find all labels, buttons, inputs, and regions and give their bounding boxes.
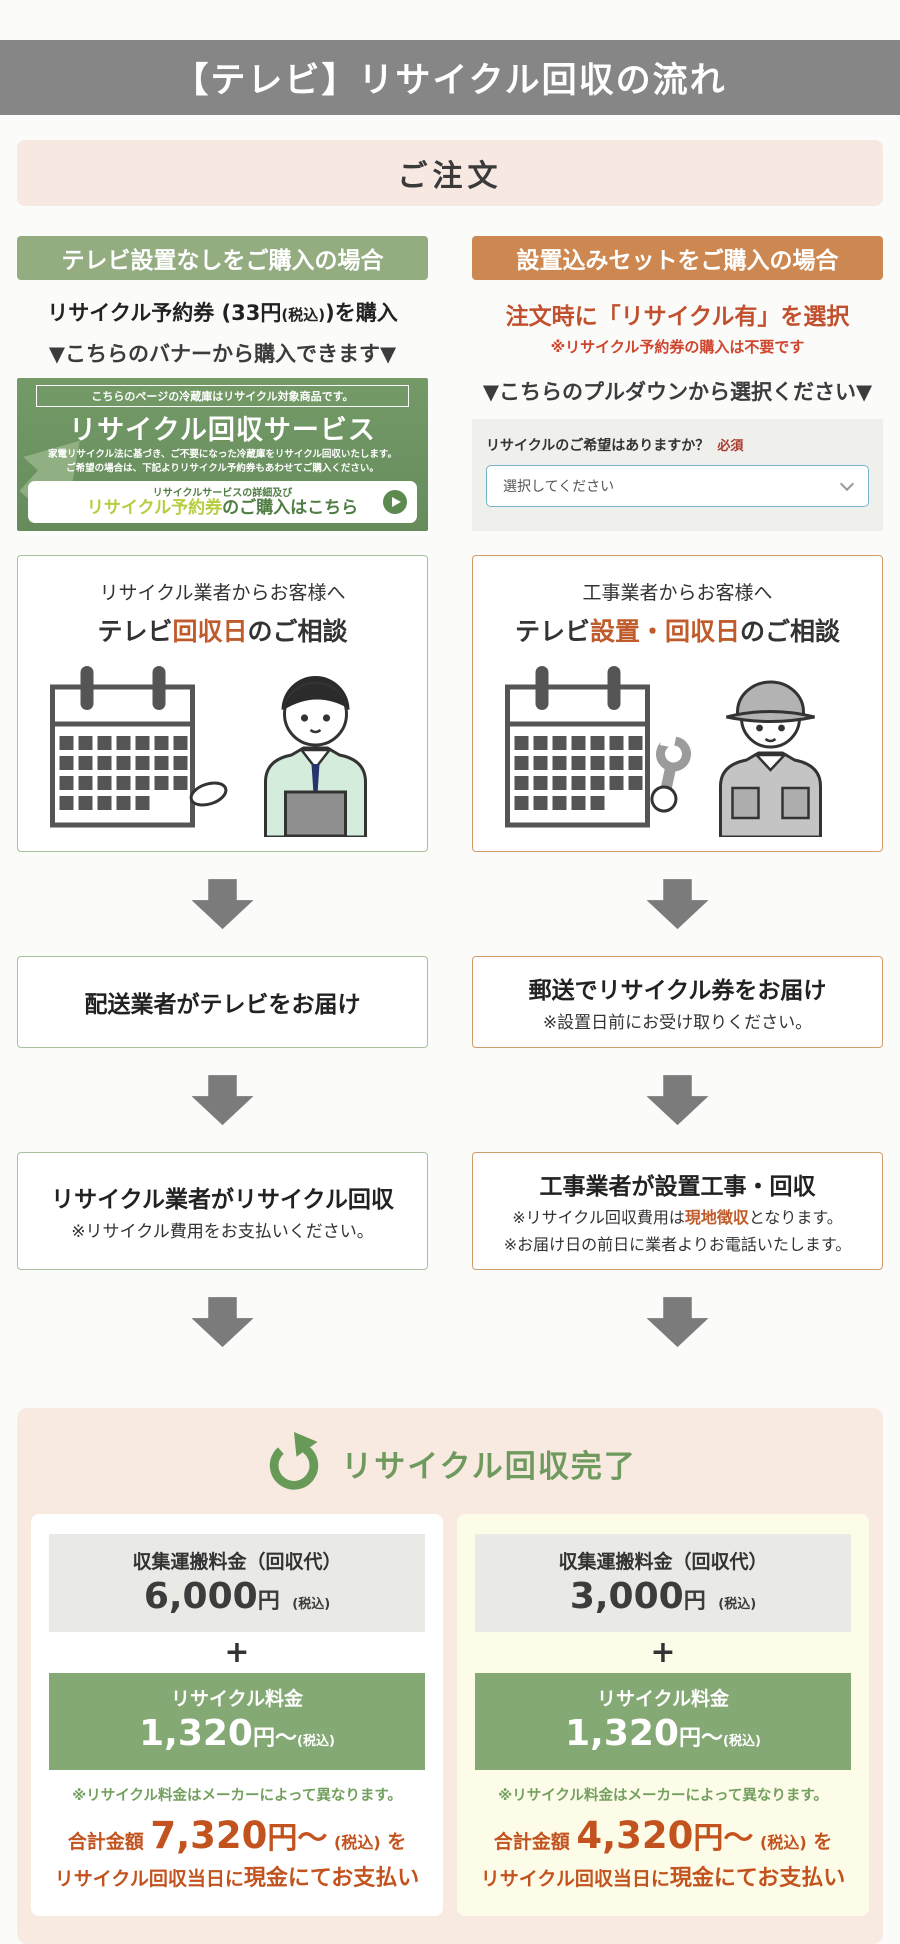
down-arrow-icon xyxy=(646,1297,709,1348)
courier-person xyxy=(264,676,367,839)
left-delivery-box: 配送業者がテレビをお届け xyxy=(17,956,428,1049)
recycle-ticket-purchase-text: リサイクル予約券 (33円(税込))を購入 xyxy=(47,301,398,325)
banner-hint-text: ▼こちらのバナーから購入できます▼ xyxy=(48,342,397,366)
left-flow-arrow xyxy=(17,1270,428,1374)
left-price-card: 収集運搬料金（回収代） 6,000円 (税込) + リサイクル料金 1,320円… xyxy=(31,1514,443,1916)
right-flow-arrow xyxy=(472,852,883,956)
down-arrow-icon xyxy=(646,1075,709,1126)
left-collection-box: リサイクル業者がリサイクル回収 ※リサイクル費用をお支払いください。 xyxy=(17,1152,428,1271)
recycle-icon xyxy=(270,1432,319,1490)
installer-person xyxy=(719,680,822,839)
down-arrow-icon xyxy=(191,1075,254,1126)
calendar-icon xyxy=(505,666,650,828)
right-delivery-box: 郵送でリサイクル券をお届け ※設置日前にお受け取りください。 xyxy=(472,956,883,1049)
page-title: 【テレビ】リサイクル回収の流れ xyxy=(173,61,727,101)
play-icon xyxy=(383,489,407,514)
total-payment: 合計金額 4,320円〜 (税込) を リサイクル回収当日に現金にてお支払い xyxy=(480,1813,846,1891)
left-consult-box: リサイクル業者からお客様へ テレビ回収日のご相談 xyxy=(17,555,428,853)
wrench-icon xyxy=(650,731,691,813)
banner-title: リサイクル回収サービス xyxy=(69,415,376,446)
no-ticket-note: ※リサイクル予約券の購入は不要です xyxy=(550,338,805,356)
price-cards: 収集運搬料金（回収代） 6,000円 (税込) + リサイクル料金 1,320円… xyxy=(31,1514,869,1916)
right-installation-box: 工事業者が設置工事・回収 ※リサイクル回収費用は現地徴収となります。 ※お届け日… xyxy=(472,1152,883,1271)
transport-fee-box: 収集運搬料金（回収代） 3,000円 (税込) xyxy=(475,1534,851,1633)
installer-consult-illustration xyxy=(505,666,822,839)
recycle-fee-box: リサイクル料金 1,320円〜(税込) xyxy=(49,1673,425,1770)
left-column-header: テレビ設置なしをご購入の場合 xyxy=(17,236,428,280)
transport-fee-box: 収集運搬料金（回収代） 6,000円 (税込) xyxy=(49,1534,425,1633)
left-intro: リサイクル予約券 (33円(税込))を購入 ▼こちらのバナーから購入できます▼ … xyxy=(17,297,428,532)
completion-header: リサイクル回収完了 xyxy=(31,1432,869,1494)
order-section-banner: ご注文 xyxy=(17,140,883,206)
chevron-down-icon xyxy=(839,476,855,491)
right-consult-box: 工事業者からお客様へ テレビ設置・回収日のご相談 xyxy=(472,555,883,853)
completion-section: リサイクル回収完了 収集運搬料金（回収代） 6,000円 (税込) + リサイク… xyxy=(17,1408,883,1944)
left-flow-arrow xyxy=(17,1048,428,1152)
recycle-option-label: リサイクルのご希望はありますか？必須 xyxy=(486,438,744,454)
courier-consult-illustration xyxy=(50,666,367,839)
maker-fee-note: ※リサイクル料金はメーカーによって異なります。 xyxy=(498,1787,828,1804)
page-title-bar: 【テレビ】リサイクル回収の流れ xyxy=(0,40,900,115)
right-intro: 注文時に「リサイクル有」を選択 ※リサイクル予約券の購入は不要です ▼こちらのプ… xyxy=(472,297,883,531)
right-price-card: 収集運搬料金（回収代） 3,000円 (税込) + リサイクル料金 1,320円… xyxy=(457,1514,869,1916)
right-flow-arrow xyxy=(472,1270,883,1374)
down-arrow-icon xyxy=(191,1297,254,1348)
plus-sign: + xyxy=(224,1635,250,1671)
right-flow-arrow xyxy=(472,1048,883,1152)
completion-title: リサイクル回収完了 xyxy=(341,1448,637,1485)
recycle-ticket-purchase-button[interactable]: リサイクルサービスの詳細及び リサイクル予約券のご購入はこちら xyxy=(28,480,417,524)
banner-description: 家電リサイクル法に基づき、ご不要になった冷蔵庫をリサイクル回収いたします。 ご希… xyxy=(48,449,397,474)
recycle-service-banner[interactable]: こちらのページの冷蔵庫はリサイクル対象商品です。 リサイクル回収サービス 家電リ… xyxy=(17,378,428,532)
plus-sign: + xyxy=(650,1635,676,1671)
down-arrow-icon xyxy=(646,879,709,930)
recycle-option-select[interactable]: 選択してください xyxy=(486,465,869,507)
right-column-header: 設置込みセットをご購入の場合 xyxy=(472,236,883,280)
calendar-icon xyxy=(50,666,195,828)
required-badge: 必須 xyxy=(717,439,744,454)
banner-top-note: こちらのページの冷蔵庫はリサイクル対象商品です。 xyxy=(36,385,409,407)
total-payment: 合計金額 7,320円〜 (税込) を リサイクル回収当日に現金にてお支払い xyxy=(54,1813,420,1891)
recycle-fee-box: リサイクル料金 1,320円〜(税込) xyxy=(475,1673,851,1770)
flow-columns: テレビ設置なしをご購入の場合 設置込みセットをご購入の場合 リサイクル予約券 (… xyxy=(17,236,883,1374)
down-arrow-icon xyxy=(191,879,254,930)
pulldown-hint-text: ▼こちらのプルダウンから選択ください▼ xyxy=(482,380,873,404)
maker-fee-note: ※リサイクル料金はメーカーによって異なります。 xyxy=(72,1787,402,1804)
recycle-option-form: リサイクルのご希望はありますか？必須 選択してください xyxy=(472,419,883,531)
left-flow-arrow xyxy=(17,852,428,956)
choose-recycle-text: 注文時に「リサイクル有」を選択 xyxy=(505,304,850,330)
